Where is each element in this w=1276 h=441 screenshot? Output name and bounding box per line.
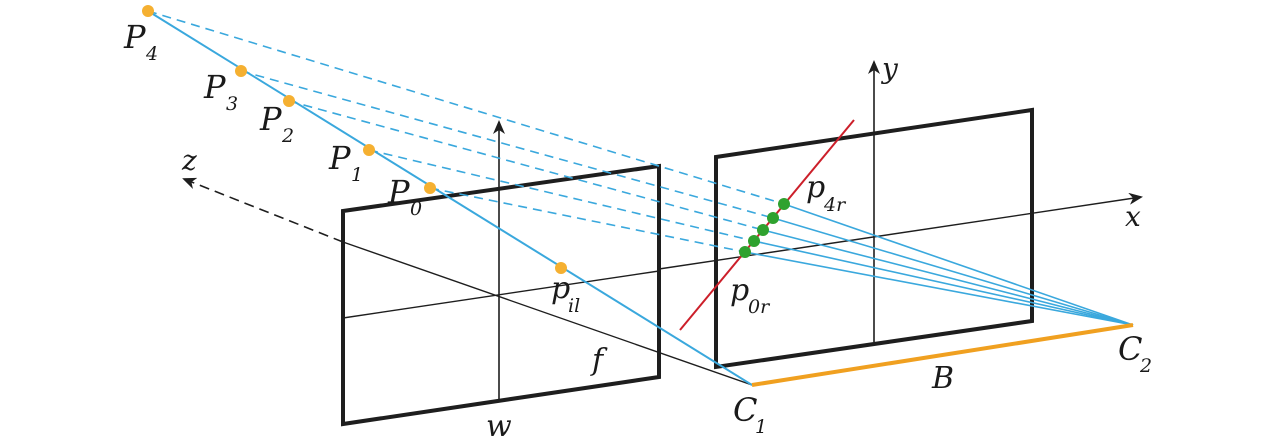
- left-horizontal-axis: [342, 270, 660, 319]
- left-frame: [341, 163, 661, 427]
- solid-rays-c2: [744, 203, 1134, 326]
- label-y-axis: y: [880, 52, 899, 85]
- label-C1-sub: 1: [755, 416, 767, 438]
- dashed-ray-p4: [147, 10, 785, 205]
- dashed-ray-p1: [368, 149, 755, 242]
- dashed-ray-p0: [429, 187, 746, 253]
- label-p4r: p: [806, 170, 825, 205]
- z-axis-solid: [342, 241, 753, 386]
- label-P1: P: [328, 139, 351, 177]
- label-P0-sub: 0: [410, 198, 422, 220]
- label-p0r-sub: 0r: [748, 296, 771, 318]
- point-pil: [555, 262, 567, 274]
- dashed-rays: [147, 10, 785, 253]
- label-P4: P: [123, 18, 146, 56]
- left-image-plane: [341, 120, 661, 427]
- right-image-plane: [714, 60, 1034, 370]
- baseline: [751, 323, 1134, 387]
- world-points: [142, 5, 567, 274]
- x-axis: [658, 192, 1143, 270]
- label-C1: C: [733, 391, 757, 429]
- label-x-axis: x: [1125, 200, 1141, 233]
- label-B: B: [931, 361, 954, 396]
- label-w: w: [486, 409, 512, 441]
- label-P1-sub: 1: [351, 164, 363, 186]
- solid-ray-p4r: [783, 203, 1134, 326]
- point-p3r: [767, 212, 779, 224]
- label-p0r: p: [730, 273, 749, 308]
- point-p0: [424, 182, 436, 194]
- dashed-ray-p2: [288, 100, 764, 231]
- solid-ray-p2r: [762, 229, 1134, 326]
- label-f: f: [590, 343, 608, 378]
- point-p2: [283, 95, 295, 107]
- solid-ray-p1r: [753, 240, 1134, 326]
- label-z-axis: z: [181, 144, 197, 177]
- epipolar-line: [679, 119, 855, 331]
- point-p1r: [748, 235, 760, 247]
- right-frame: [714, 107, 1034, 370]
- point-p2r: [757, 224, 769, 236]
- solid-ray-p0r: [744, 251, 1134, 326]
- label-pil-sub: il: [568, 295, 580, 317]
- label-P2-sub: 2: [281, 125, 294, 147]
- label-P3-sub: 3: [226, 93, 238, 115]
- solid-ray-p3r: [772, 217, 1134, 326]
- z-axis-dashed: [182, 177, 344, 243]
- label-P0: P: [387, 173, 410, 211]
- point-p1: [363, 144, 375, 156]
- point-p3: [235, 65, 247, 77]
- label-P3: P: [203, 68, 226, 106]
- label-C2-sub: 2: [1139, 355, 1152, 377]
- label-P2: P: [259, 100, 282, 138]
- point-p4: [142, 5, 154, 17]
- point-p0r: [739, 246, 751, 258]
- right-projections: [739, 198, 790, 258]
- label-P4-sub: 4: [145, 43, 158, 65]
- label-p4r-sub: 4r: [823, 194, 847, 216]
- point-p4r: [778, 198, 790, 210]
- label-C2: C: [1118, 330, 1142, 368]
- dashed-ray-p3: [240, 70, 774, 219]
- label-pil: p: [551, 271, 570, 306]
